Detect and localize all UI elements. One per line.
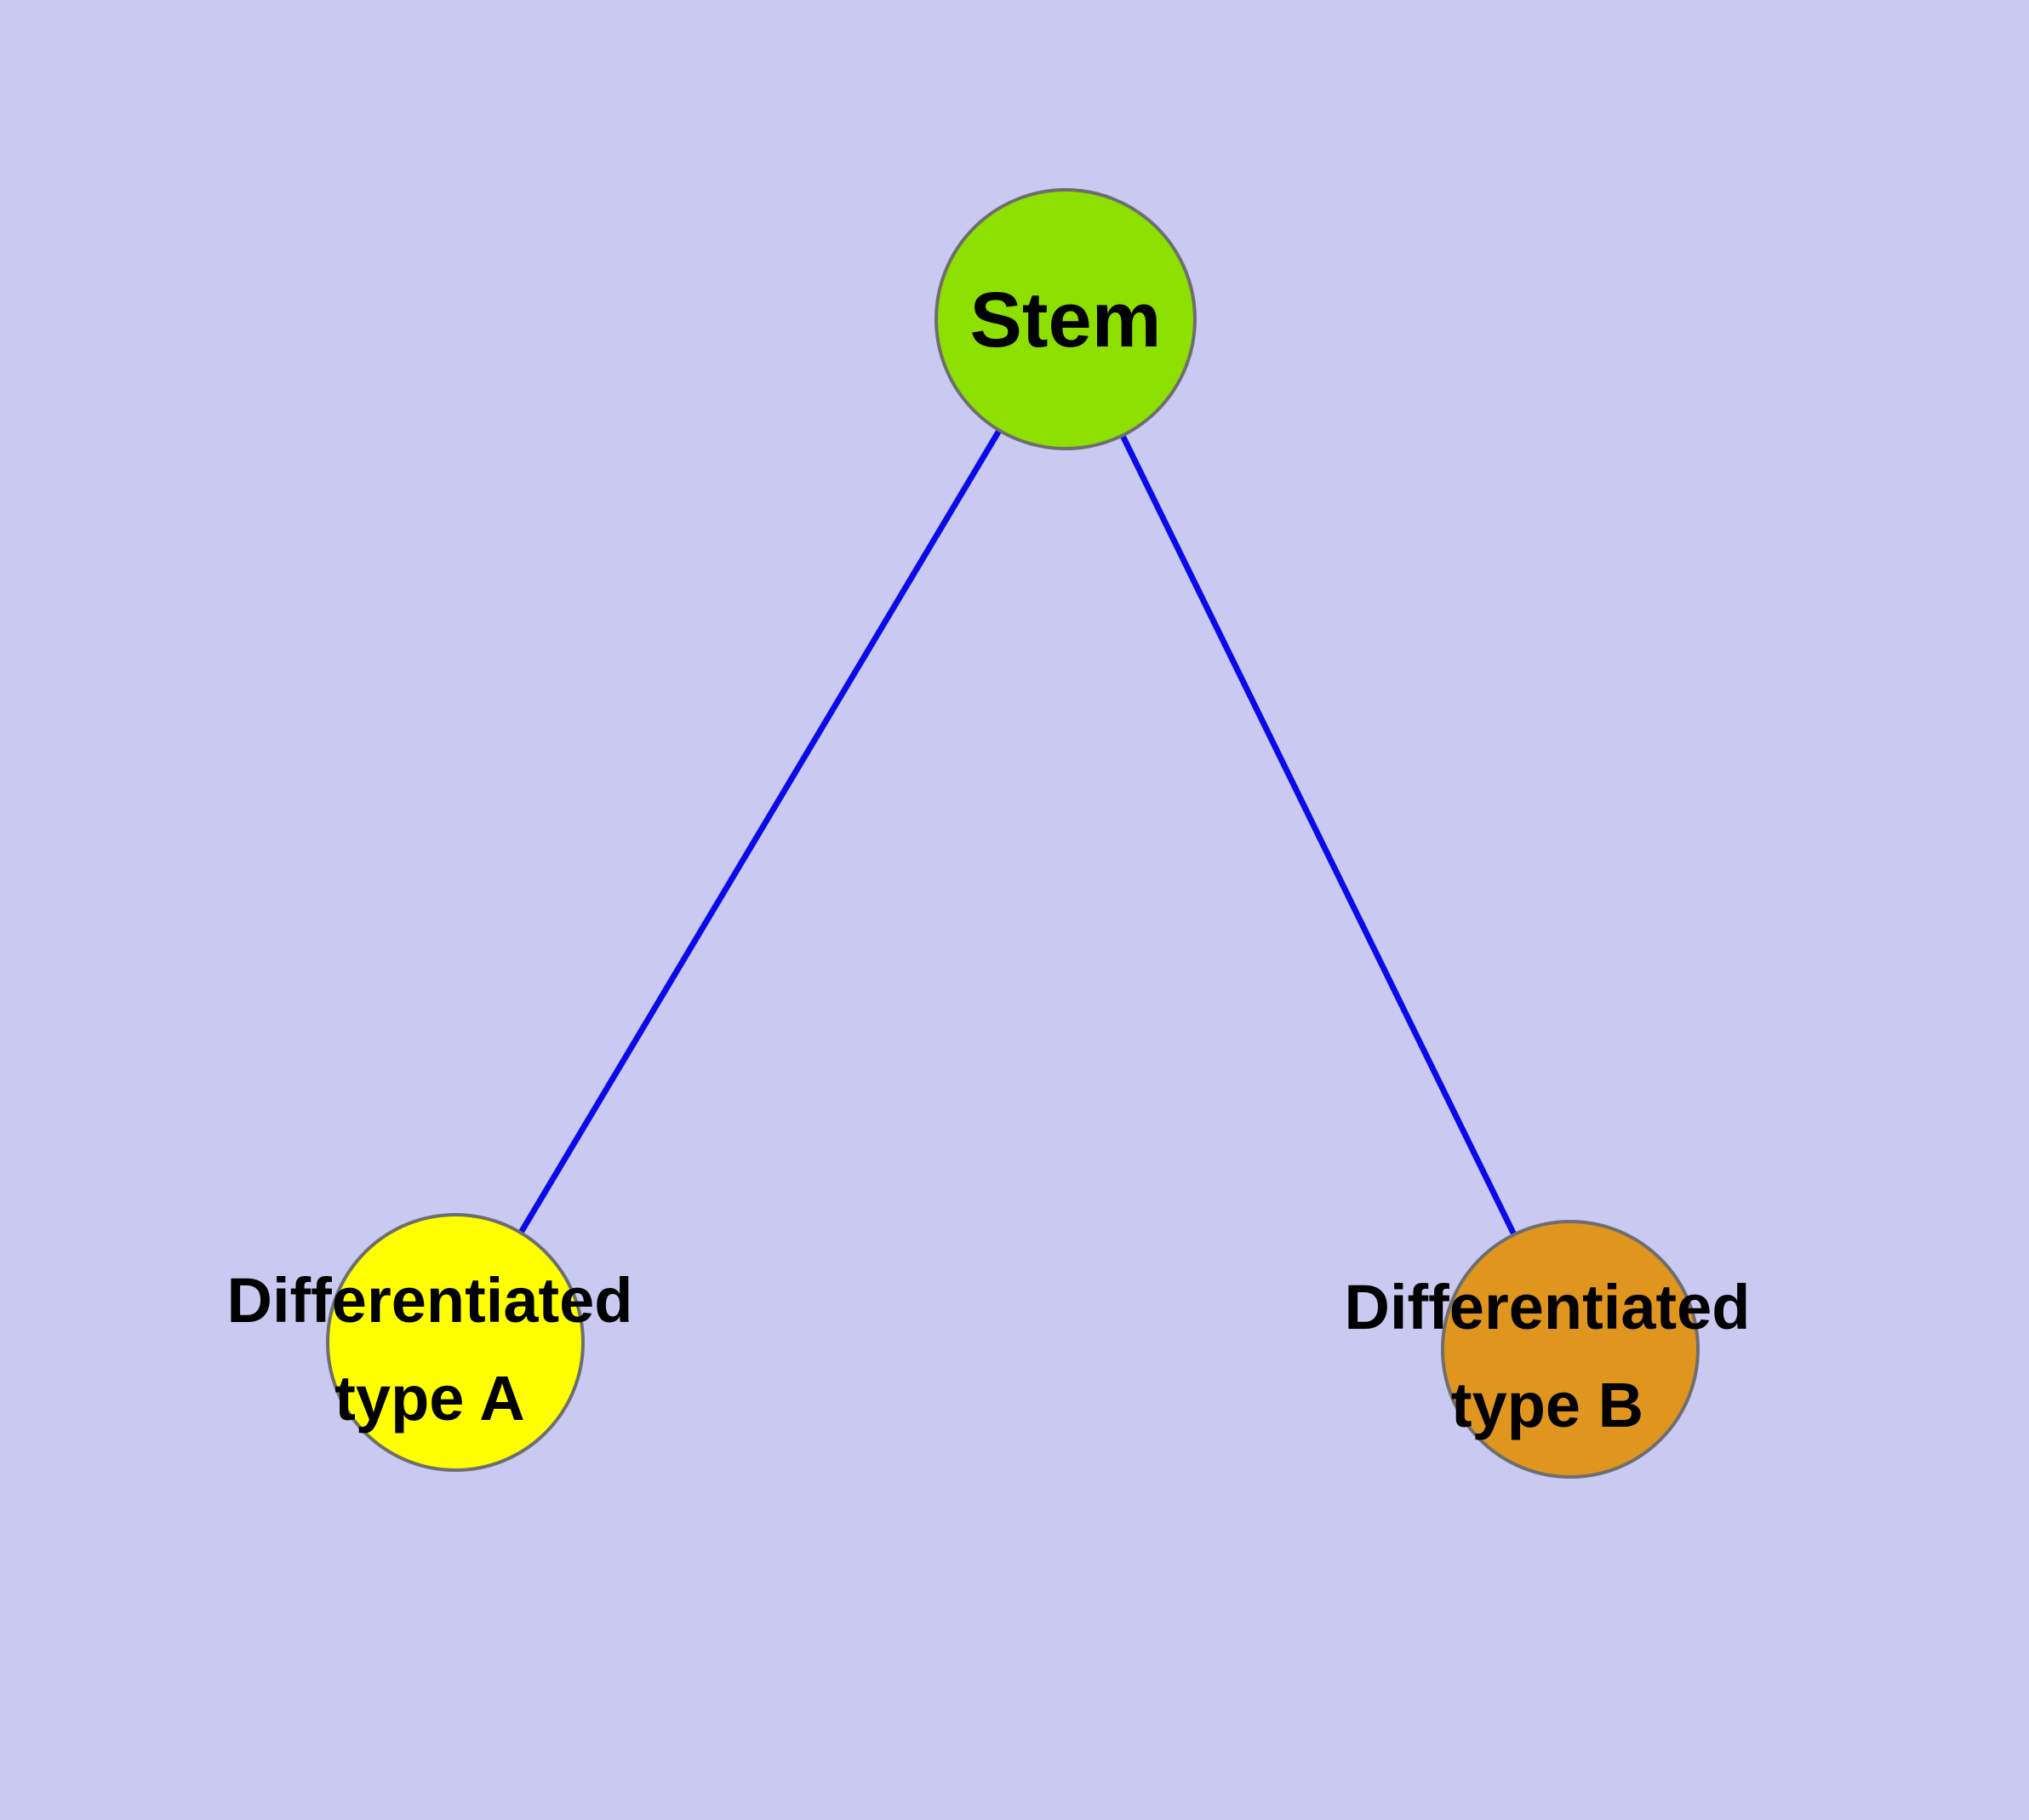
stem-node-label: Stem — [970, 277, 1162, 363]
type-b-node-border — [1441, 1220, 1700, 1479]
edge-stem-to-type-a — [452, 318, 1069, 1344]
type-b-node-label-line2: type B — [1451, 1370, 1643, 1440]
type-b-node-circle — [1443, 1222, 1698, 1477]
edge-stem-to-type-b — [1062, 318, 1574, 1351]
stem-node-border — [934, 188, 1197, 450]
type-a-node-circle — [328, 1215, 583, 1470]
type-a-node-border — [326, 1213, 585, 1472]
node-differentiated-type-b: Differentiated type B — [1345, 1220, 1751, 1479]
type-a-node-label-line1: Differentiated — [227, 1265, 633, 1336]
node-differentiated-type-a: Differentiated type A — [227, 1213, 633, 1472]
type-b-node-label-line1: Differentiated — [1345, 1272, 1751, 1342]
node-stem: Stem — [934, 188, 1197, 450]
stem-node-circle — [936, 190, 1195, 449]
type-a-node-label-line2: type A — [334, 1363, 524, 1434]
